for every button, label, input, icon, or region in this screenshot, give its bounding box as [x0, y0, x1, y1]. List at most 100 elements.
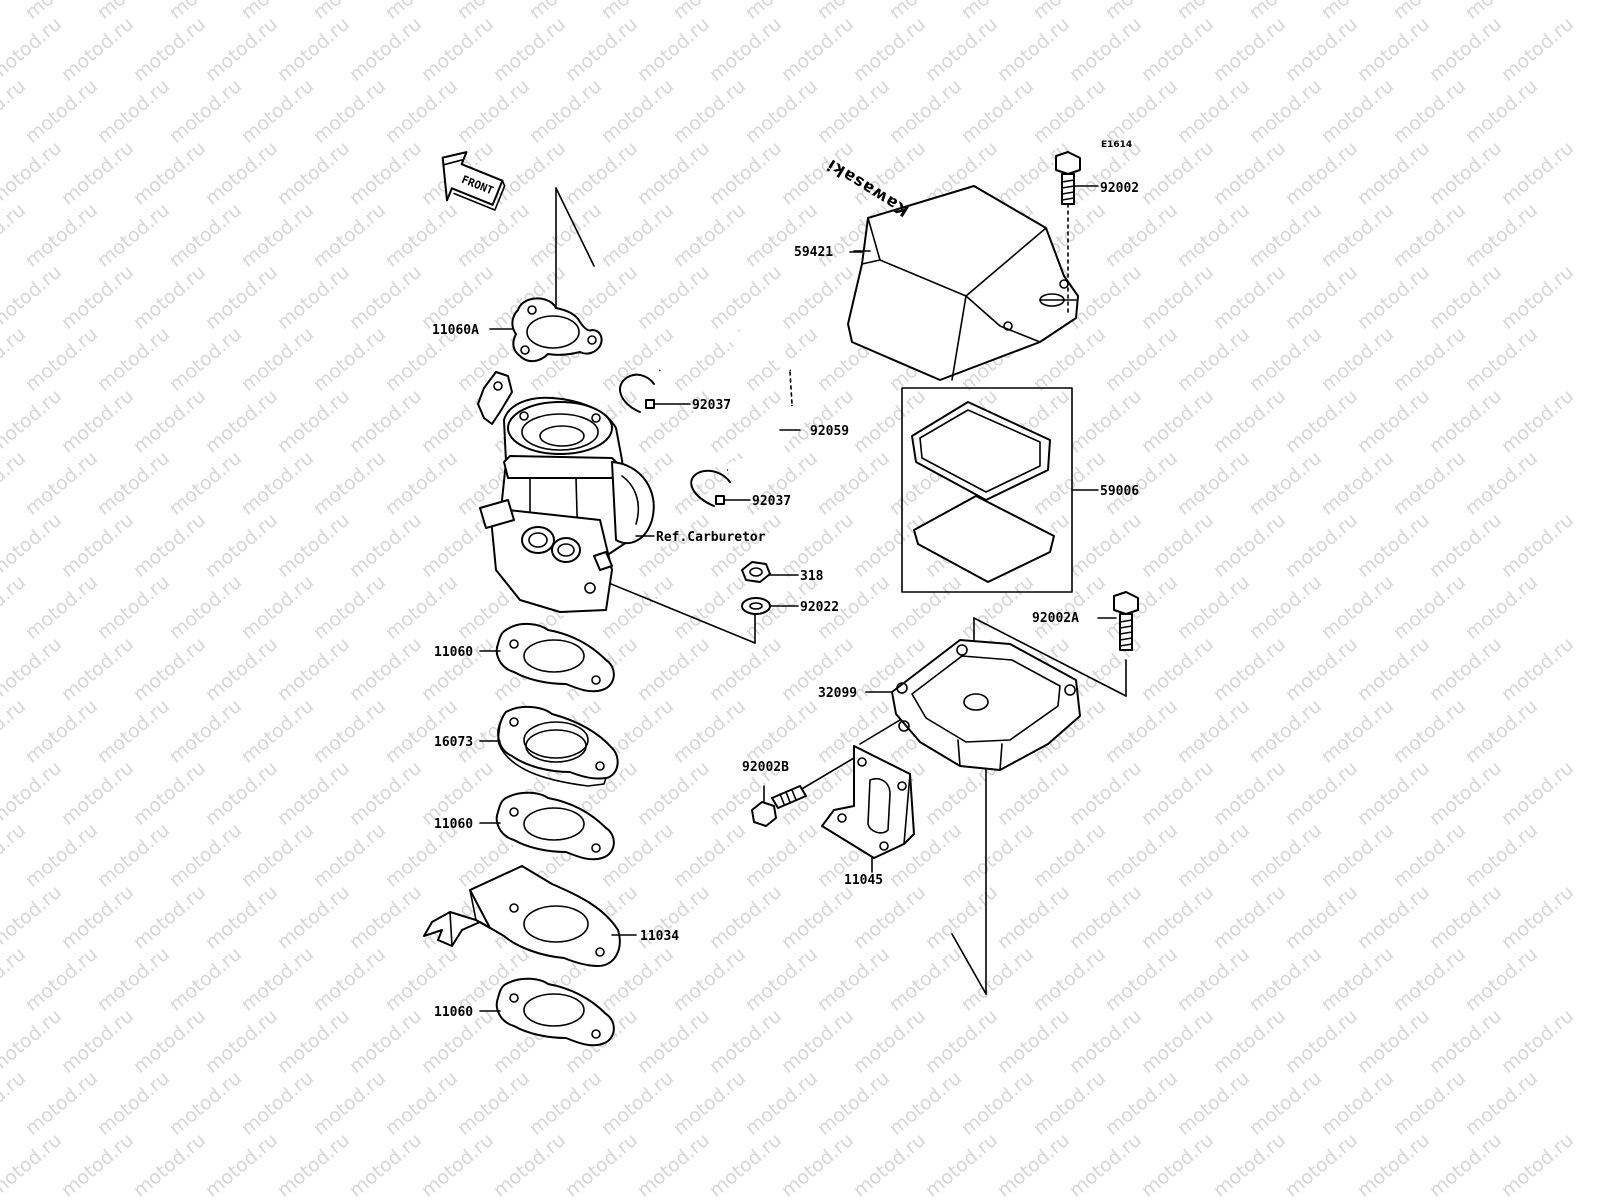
watermark-text: motod.ru — [489, 13, 570, 86]
watermark-text: motod.ru — [1317, 819, 1398, 892]
watermark-text: motod.ru — [1425, 881, 1506, 954]
watermark-text: motod.ru — [345, 633, 426, 706]
label-92037-upper: 92037 — [692, 398, 731, 413]
watermark-text: motod.ru — [201, 137, 282, 210]
watermark-text: motod.ru — [1137, 1129, 1218, 1200]
label-92002b: 92002B — [742, 760, 789, 775]
watermark-text: motod.ru — [921, 1129, 1002, 1200]
watermark-text: motod.ru — [705, 1129, 786, 1200]
watermark-text: motod.ru — [129, 13, 210, 86]
label-92037-lower: 92037 — [752, 494, 791, 509]
watermark-text: motod.ru — [201, 881, 282, 954]
watermark-text: motod.ru — [0, 1129, 66, 1200]
base-32099 — [865, 639, 1081, 771]
label-32099: 32099 — [818, 686, 857, 701]
watermark-text: motod.ru — [21, 943, 102, 1016]
watermark-text: motod.ru — [669, 447, 750, 520]
watermark-text: motod.ru — [849, 509, 930, 582]
watermark-text: motod.ru — [1065, 385, 1146, 458]
watermark-text: motod.ru — [1137, 261, 1218, 334]
watermark-text: motod.ru — [1389, 695, 1470, 768]
watermark-text: motod.ru — [237, 199, 318, 272]
watermark-text: motod.ru — [1389, 943, 1470, 1016]
label-16073: 16073 — [434, 735, 473, 750]
watermark-text: motod.ru — [1353, 881, 1434, 954]
watermark-text: motod.ru — [237, 447, 318, 520]
watermark-text: motod.ru — [237, 819, 318, 892]
watermark-text: motod.ru — [345, 261, 426, 334]
watermark-text: motod.ru — [165, 819, 246, 892]
clamp-92037-upper — [618, 373, 691, 413]
watermark-text: motod.ru — [1497, 13, 1578, 86]
watermark-text: motod.ru — [417, 633, 498, 706]
watermark-text: motod.ru — [1281, 13, 1362, 86]
watermark-text: motod.ru — [1389, 1067, 1470, 1140]
watermark-text: motod.ru — [345, 137, 426, 210]
watermark-text: motod.ru — [273, 757, 354, 830]
watermark-text: motod.ru — [1497, 1005, 1578, 1078]
watermark-text: motod.ru — [57, 13, 138, 86]
fuel-hose-92059 — [654, 330, 801, 476]
watermark-text: motod.ru — [669, 819, 750, 892]
watermark-text: motod.ru — [273, 633, 354, 706]
watermark-text: motod.ru — [1425, 137, 1506, 210]
watermark-text: motod.ru — [273, 509, 354, 582]
watermark-text: motod.ru — [453, 0, 534, 24]
watermark-text: motod.ru — [1353, 1005, 1434, 1078]
watermark-text: motod.ru — [309, 571, 390, 644]
label-318: 318 — [800, 569, 824, 584]
watermark-text: motod.ru — [633, 13, 714, 86]
watermark-text: motod.ru — [1281, 881, 1362, 954]
watermark-text: motod.ru — [741, 819, 822, 892]
watermark-text: motod.ru — [21, 695, 102, 768]
watermark-text: motod.ru — [165, 1067, 246, 1140]
watermark-text: motod.ru — [921, 1005, 1002, 1078]
watermark-text: motod.ru — [993, 13, 1074, 86]
watermark-text: motod.ru — [129, 261, 210, 334]
watermark-text: motod.ru — [1461, 0, 1542, 24]
watermark-text: motod.ru — [1173, 199, 1254, 272]
watermark-text: motod.ru — [1065, 757, 1146, 830]
watermark-text: motod.ru — [1461, 1067, 1542, 1140]
gasket-11060-3 — [495, 977, 615, 1047]
watermark-text: motod.ru — [0, 261, 66, 334]
watermark-text: motod.ru — [1137, 385, 1218, 458]
watermark-text: motod.ru — [93, 447, 174, 520]
watermark-text: motod.ru — [489, 1129, 570, 1200]
watermark-text: motod.ru — [1245, 323, 1326, 396]
front-arrow-icon: FRONT — [441, 151, 506, 211]
watermark-text: motod.ru — [1317, 0, 1398, 24]
watermark-text: motod.ru — [1029, 0, 1110, 24]
watermark-text: motod.ru — [129, 881, 210, 954]
watermark-text: motod.ru — [705, 881, 786, 954]
watermark-text: motod.ru — [957, 819, 1038, 892]
watermark-text: motod.ru — [1497, 633, 1578, 706]
watermark-text: motod.ru — [93, 1067, 174, 1140]
watermark-text: motod.ru — [21, 447, 102, 520]
label-11034: 11034 — [640, 929, 679, 944]
watermark-text: motod.ru — [1173, 323, 1254, 396]
watermark-text: motod.ru — [1281, 633, 1362, 706]
watermark-text: motod.ru — [561, 13, 642, 86]
watermark-text: motod.ru — [1137, 881, 1218, 954]
watermark-text: motod.ru — [1281, 509, 1362, 582]
watermark-text: motod.ru — [561, 1129, 642, 1200]
watermark-text: motod.ru — [525, 1067, 606, 1140]
watermark-text: motod.ru — [381, 75, 462, 148]
watermark-text: motod.ru — [597, 0, 678, 24]
watermark-text: motod.ru — [1137, 633, 1218, 706]
watermark-text: motod.ru — [885, 571, 966, 644]
watermark-text: motod.ru — [93, 943, 174, 1016]
watermark-text: motod.ru — [1137, 757, 1218, 830]
watermark-text: motod.ru — [1425, 385, 1506, 458]
watermark-text: motod.ru — [669, 199, 750, 272]
watermark-text: motod.ru — [165, 75, 246, 148]
watermark-text: motod.ru — [237, 695, 318, 768]
watermark-text: motod.ru — [993, 1005, 1074, 1078]
watermark-text: motod.ru — [0, 137, 66, 210]
insulator-16073 — [497, 706, 619, 787]
watermark-text: motod.ru — [849, 1005, 930, 1078]
watermark-text: motod.ru — [1497, 137, 1578, 210]
